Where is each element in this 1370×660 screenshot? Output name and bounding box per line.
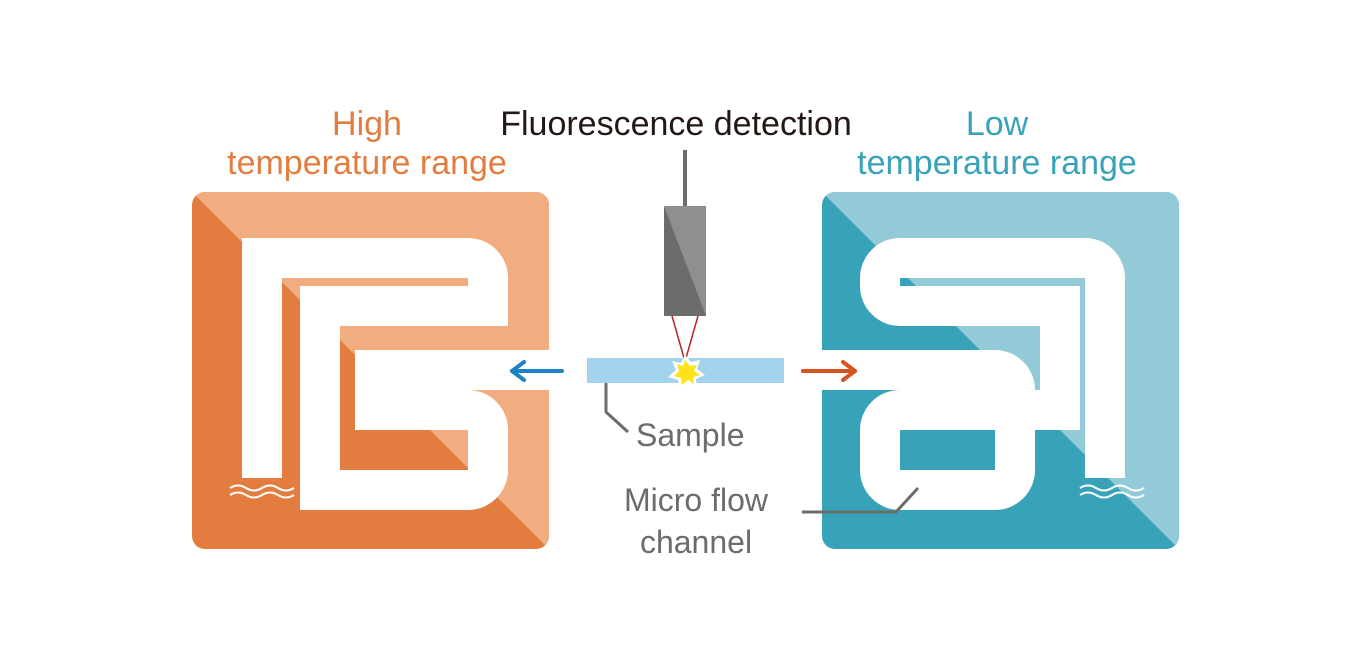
detector-highlight <box>664 206 706 316</box>
high-block-top-bevel <box>192 192 549 230</box>
micro-channel-leader-line <box>802 486 920 514</box>
wave-break-icon <box>1079 484 1145 499</box>
fluorescence-star-icon <box>668 355 705 390</box>
detector-cable <box>683 150 687 206</box>
wave-break-icon <box>229 484 295 499</box>
high-temperature-label-line1: High <box>332 105 402 143</box>
micro-flow-channel-label-line1: Micro flow <box>624 482 769 518</box>
high-temperature-block <box>192 192 549 549</box>
low-temperature-label-line1: Low <box>966 105 1029 143</box>
low-temperature-label-line2: temperature range <box>857 144 1137 182</box>
micro-flow-channel-label-line2: channel <box>640 524 752 560</box>
high-temperature-label-line2: temperature range <box>227 144 507 182</box>
detection-beam-left <box>671 315 685 359</box>
high-micro-channel <box>242 238 549 510</box>
arrow-left-icon <box>510 360 564 382</box>
arrow-right-icon <box>801 360 857 382</box>
fluorescence-detection-label: Fluorescence detection <box>500 105 852 143</box>
low-temperature-block <box>822 192 1179 549</box>
detection-beam-right <box>685 315 699 359</box>
low-micro-channel <box>822 238 1125 510</box>
sample-leader-line <box>604 383 630 434</box>
sample-label: Sample <box>636 417 745 453</box>
detector-probe-icon <box>664 150 706 359</box>
